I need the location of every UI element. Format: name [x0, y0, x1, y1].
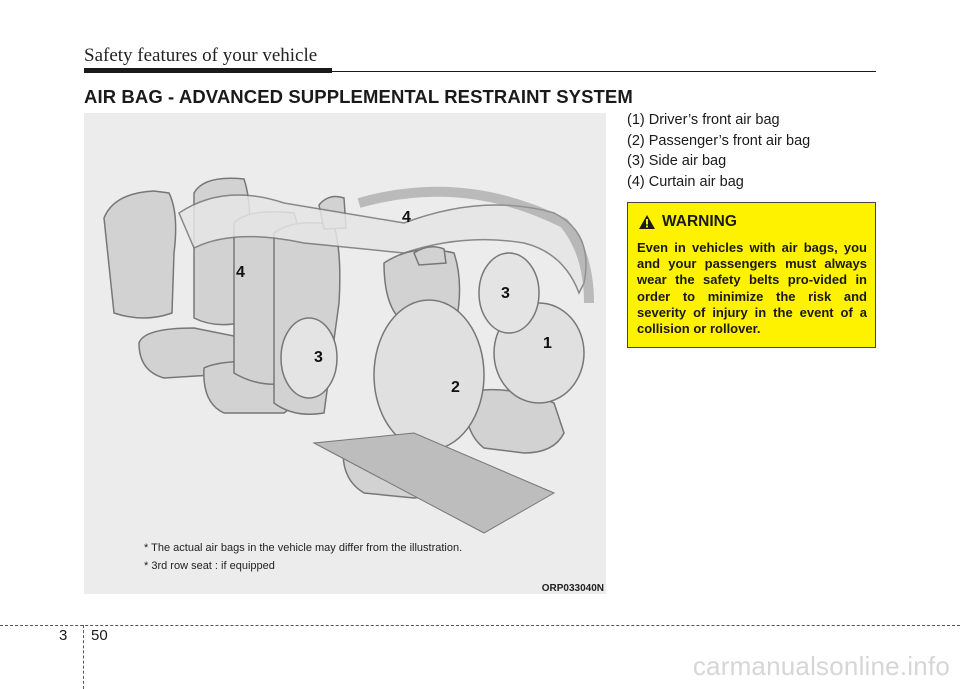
figure-note-2: * 3rd row seat : if equipped [144, 560, 275, 572]
callout-2: 2 [451, 379, 460, 396]
figure-code: ORP033040N [541, 583, 604, 594]
page-number: 50 [91, 627, 108, 644]
footer-divider [83, 625, 84, 689]
callout-4-rear: 4 [236, 264, 245, 281]
header-rule-thin [332, 71, 876, 72]
warning-title: WARNING [662, 213, 737, 230]
warning-text: Even in vehicles with air bags, you and … [637, 240, 867, 337]
page-section-number: 3 [59, 627, 68, 644]
figure-note-1: * The actual air bags in the vehicle may… [144, 542, 463, 554]
callout-3-rear: 3 [314, 349, 323, 366]
seats-airbags-drawing [103, 177, 594, 534]
section-title: AIR BAG - ADVANCED SUPPLEMENTAL RESTRAIN… [84, 86, 633, 107]
legend-item: (4) Curtain air bag [627, 173, 744, 190]
legend-item: (2) Passenger’s front air bag [627, 132, 811, 149]
warning-header: WARNING [638, 213, 737, 231]
legend-item: (1) Driver’s front air bag [627, 112, 780, 128]
warning-triangle-icon [639, 215, 655, 229]
warning-box: WARNING Even in vehicles with air bags, … [627, 202, 876, 348]
callout-3-front: 3 [501, 285, 510, 302]
airbag-legend: (1) Driver’s front air bag (2) Passenger… [627, 110, 810, 192]
callout-1: 1 [543, 335, 552, 352]
callout-4-front: 4 [402, 209, 411, 226]
chapter-title: Safety features of your vehicle [84, 45, 318, 66]
airbag-illustration: 1 2 3 3 4 4 * The actual air bags in the… [84, 113, 606, 594]
header-rule-thick [84, 68, 332, 73]
legend-item: (3) Side air bag [627, 153, 727, 169]
watermark: carmanualsonline.info [692, 651, 950, 681]
footer-rule [0, 625, 960, 626]
